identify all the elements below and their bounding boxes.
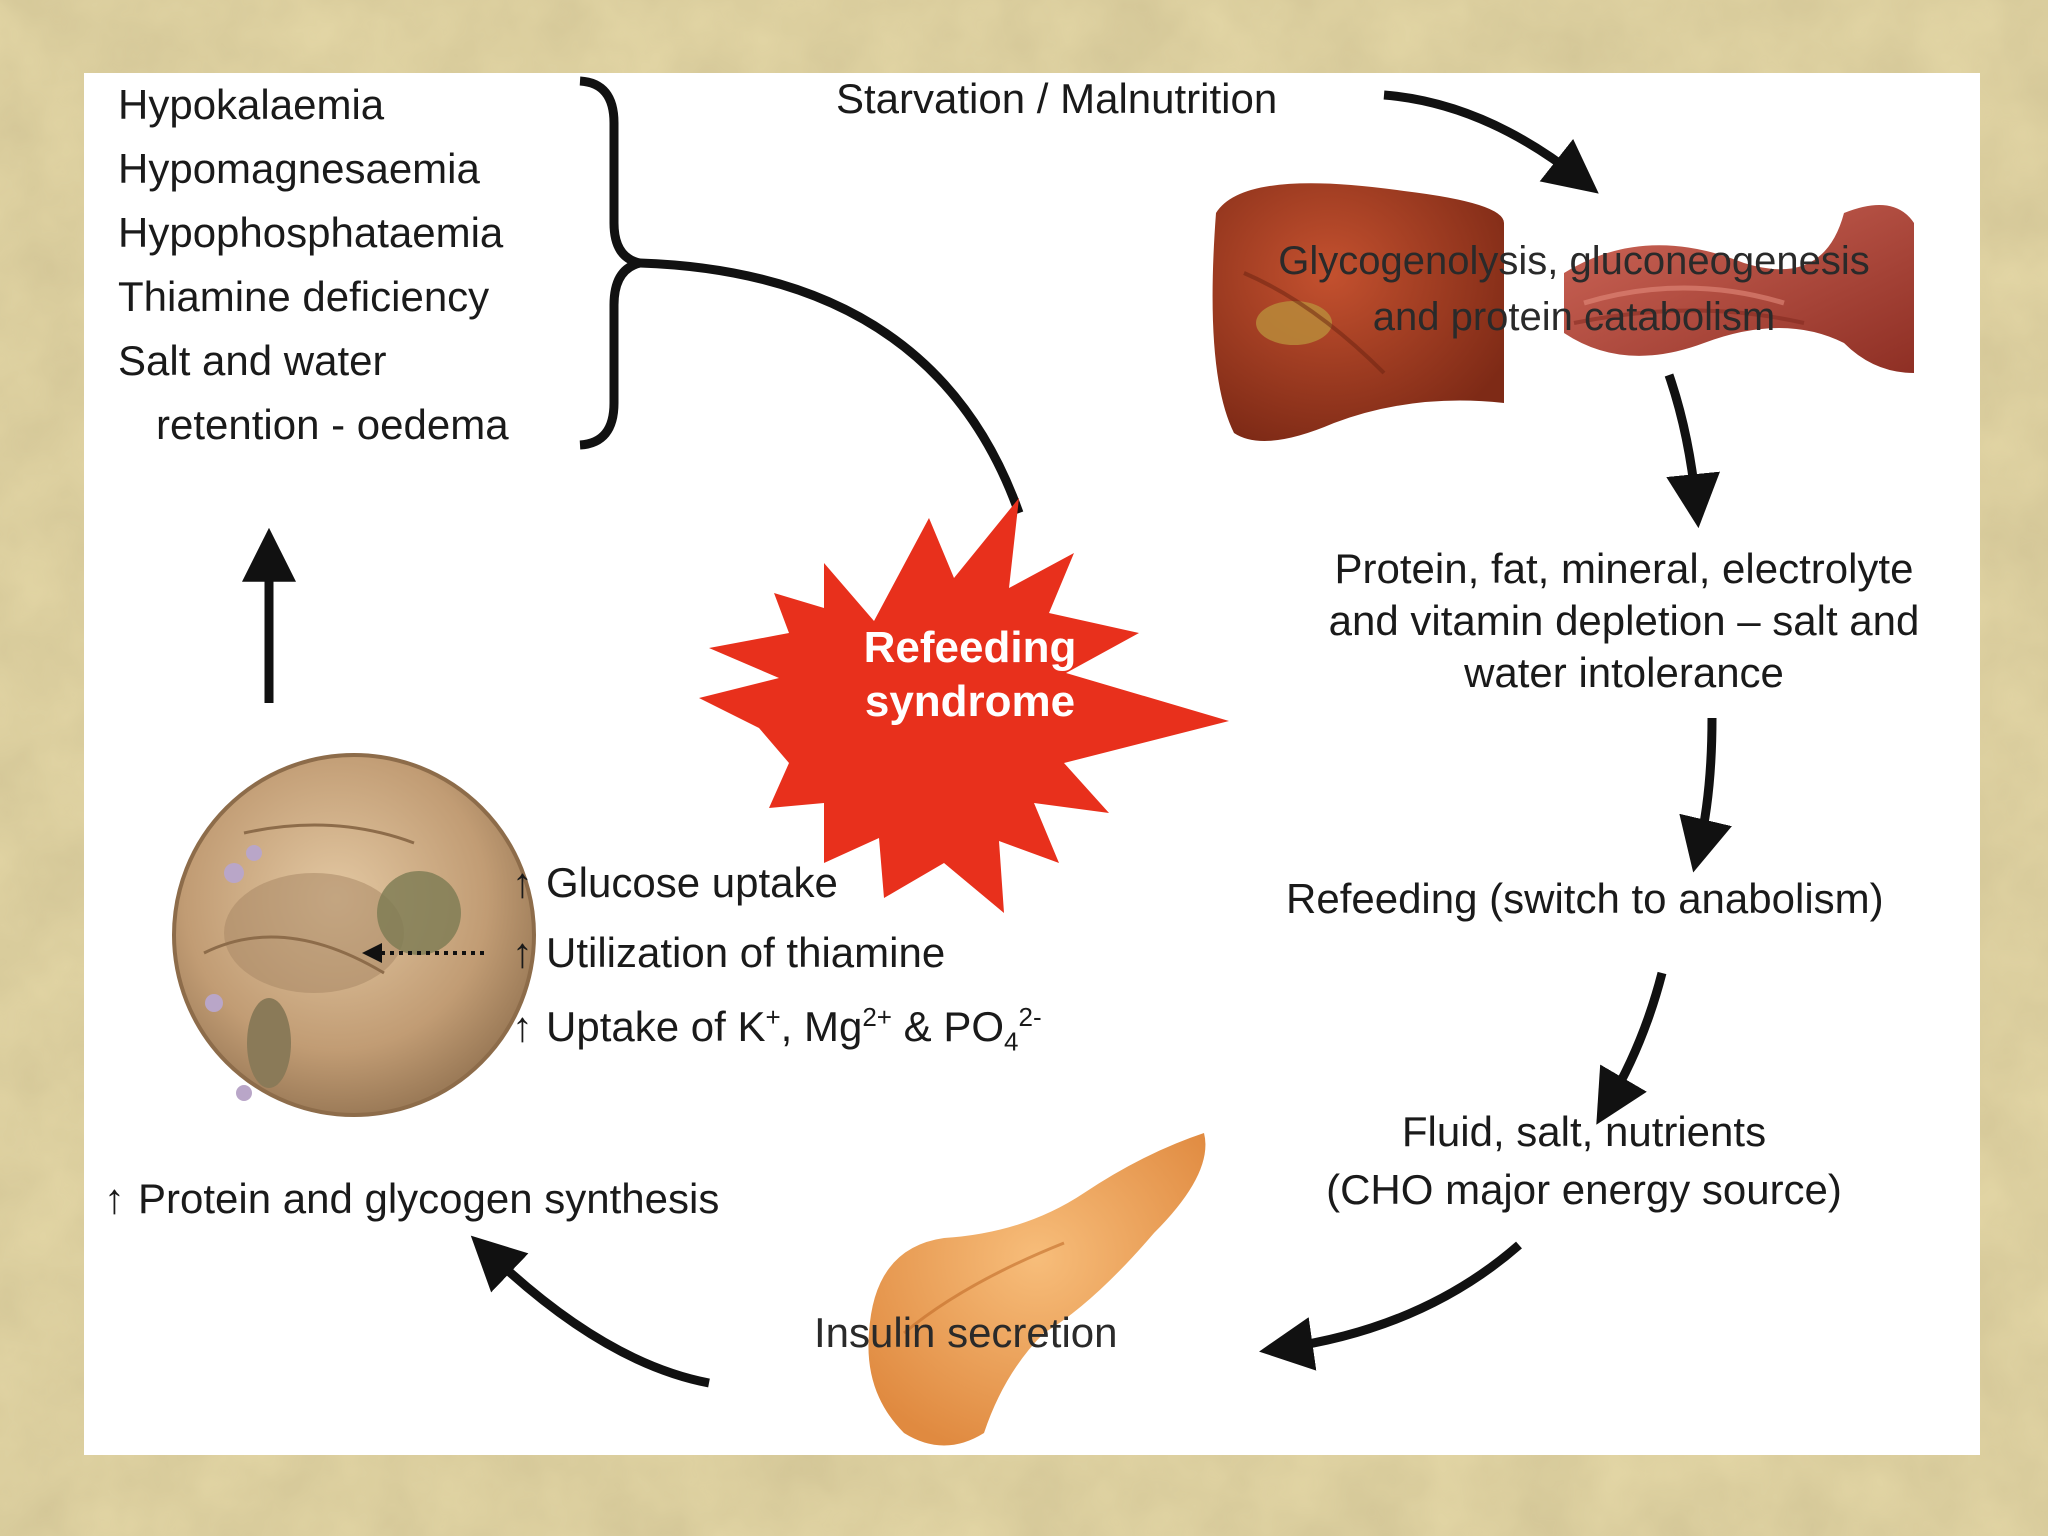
depletion-label: Protein, fat, mineral, electrolyte and v… <box>1264 543 1980 699</box>
uptake-k-text: Uptake of K <box>546 1003 766 1050</box>
synthesis-text: Protein and glycogen synthesis <box>138 1175 720 1222</box>
arrow-depletion-to-refeeding <box>1679 717 1732 873</box>
mg-text: , Mg <box>780 1003 863 1050</box>
arrow-refeeding-to-fluid <box>1596 971 1667 1125</box>
consequence-hypomagnesaemia: Hypomagnesaemia <box>118 145 480 192</box>
synthesis-label: ↑ Protein and glycogen synthesis <box>104 1173 719 1225</box>
effect-electrolyte-uptake: ↑ Uptake of K+, Mg2+ & PO42- <box>512 1001 1042 1057</box>
glycogenolysis-line-2: and protein catabolism <box>1372 295 1776 339</box>
consequences-brace <box>579 76 642 450</box>
increase-arrow-icon: ↑ <box>512 859 533 906</box>
diagram-panel: Hypokalaemia Hypomagnesaemia Hypophospha… <box>84 73 1980 1455</box>
increase-arrow-icon: ↑ <box>512 929 533 976</box>
depletion-line-1: Protein, fat, mineral, electrolyte <box>1334 545 1914 592</box>
cell-illustration <box>172 753 536 1117</box>
starvation-label: Starvation / Malnutrition <box>836 75 1278 122</box>
k-charge: + <box>765 1002 781 1032</box>
po-text: & PO <box>892 1003 1005 1050</box>
brace-connector-curve <box>639 258 1024 515</box>
refeeding-syndrome-label: Refeeding syndrome <box>820 621 1120 729</box>
effect-glucose-uptake: ↑ Glucose uptake <box>512 857 838 909</box>
increase-arrow-icon: ↑ <box>512 1003 533 1050</box>
consequence-hypophosphataemia: Hypophosphataemia <box>118 209 504 256</box>
burst-line-1: Refeeding <box>863 623 1077 672</box>
po-subscript: 4 <box>1004 1026 1019 1057</box>
diagram-artwork <box>172 76 1914 1446</box>
fluid-label: Fluid, salt, nutrients (CHO major energy… <box>1284 1103 1884 1219</box>
effect-thiamine-text: Utilization of thiamine <box>546 929 946 976</box>
burst-line-2: syndrome <box>864 677 1076 726</box>
glycogenolysis-line-1: Glycogenolysis, gluconeogenesis <box>1278 239 1870 283</box>
muscle-illustration <box>1564 205 1914 373</box>
refeeding-label: Refeeding (switch to anabolism) <box>1286 875 1884 922</box>
increase-arrow-icon: ↑ <box>104 1175 125 1222</box>
arrow-starvation-to-liver <box>1383 90 1599 194</box>
consequence-oedema: retention - oedema <box>156 401 509 448</box>
arrow-liver-to-depletion <box>1664 373 1720 529</box>
liver-illustration <box>1212 183 1504 441</box>
consequence-hypokalaemia: Hypokalaemia <box>118 81 385 128</box>
fluid-line-2: (CHO major energy source) <box>1326 1166 1842 1213</box>
consequence-thiamine-deficiency: Thiamine deficiency <box>118 273 490 320</box>
consequence-salt-water: Salt and water <box>118 337 387 384</box>
effect-thiamine: ↑ Utilization of thiamine <box>512 927 945 979</box>
depletion-line-3: water intolerance <box>1464 649 1784 696</box>
fluid-line-1: Fluid, salt, nutrients <box>1401 1108 1767 1155</box>
pancreas-illustration <box>868 1133 1206 1446</box>
po-charge: 2- <box>1018 1002 1042 1032</box>
arrow-insulin-to-cell <box>470 1235 710 1388</box>
arrow-fluid-to-insulin <box>1259 1241 1522 1371</box>
glycogenolysis-label: Glycogenolysis, gluconeogenesis and prot… <box>1214 233 1934 345</box>
insulin-label: Insulin secretion <box>814 1309 1118 1356</box>
depletion-line-2: and vitamin depletion – salt and <box>1328 597 1920 644</box>
mg-charge: 2+ <box>862 1002 892 1032</box>
refeeding-syndrome-burst <box>699 498 1229 913</box>
effect-glucose-text: Glucose uptake <box>546 859 838 906</box>
